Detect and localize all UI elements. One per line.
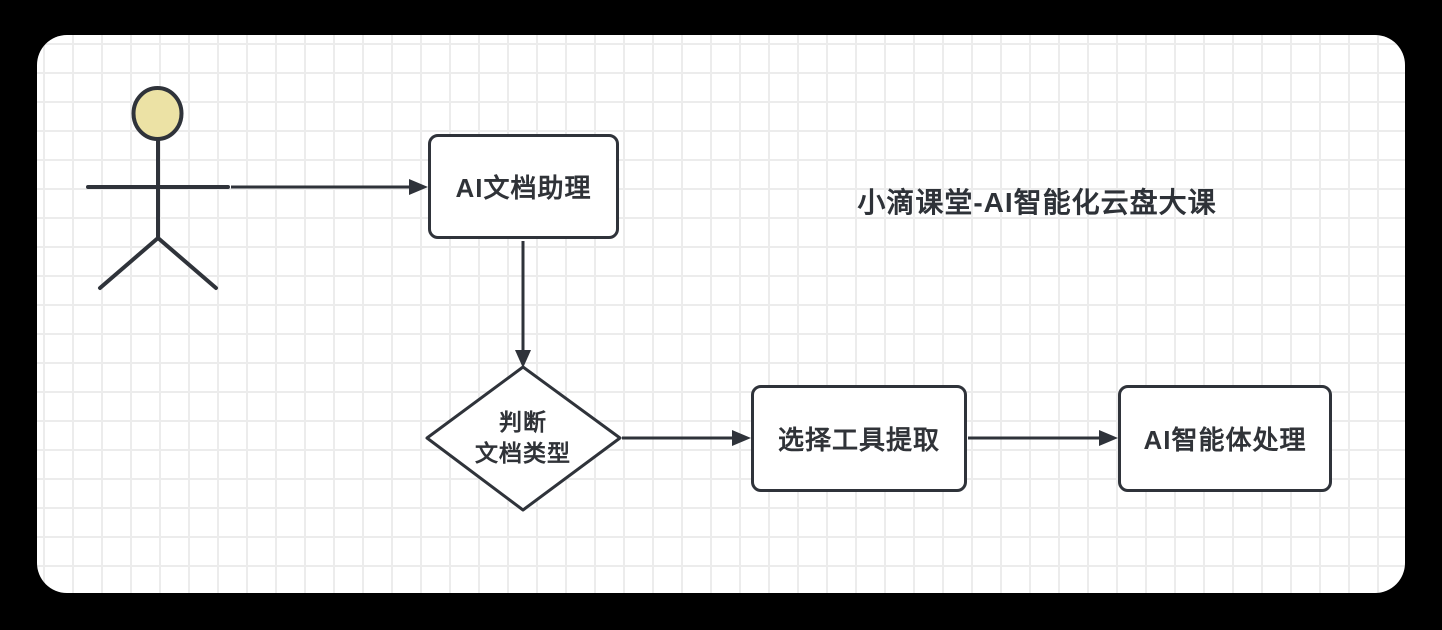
decision-label-line2: 文档类型 bbox=[475, 440, 571, 466]
actor-head bbox=[131, 86, 184, 141]
diagram-canvas: AI文档助理 选择工具提取 AI智能体处理 判断 文档类型 小滴课堂-AI智能化… bbox=[37, 35, 1405, 593]
decision-diamond bbox=[425, 365, 622, 512]
diagram-svg bbox=[86, 86, 1118, 512]
diagram-title: 小滴课堂-AI智能化云盘大课 bbox=[857, 187, 1217, 218]
arrow-assistant-to-decision bbox=[515, 241, 531, 368]
node-ai-doc-assistant: AI文档助理 bbox=[428, 134, 619, 239]
node-label: AI智能体处理 bbox=[1143, 425, 1307, 455]
node-decision-doc-type: 判断 文档类型 bbox=[433, 405, 613, 471]
arrowhead-icon bbox=[732, 430, 751, 446]
arrowhead-icon bbox=[1099, 430, 1118, 446]
node-ai-agent-process: AI智能体处理 bbox=[1118, 385, 1332, 492]
actor-legs bbox=[98, 235, 218, 290]
decision-label-line1: 判断 bbox=[499, 409, 547, 435]
node-select-tool-extract: 选择工具提取 bbox=[751, 385, 967, 492]
arrow-actor-to-assistant bbox=[231, 179, 428, 195]
node-label: AI文档助理 bbox=[455, 173, 592, 203]
arrowhead-icon bbox=[515, 350, 531, 368]
arrow-decision-to-extract bbox=[622, 430, 751, 446]
node-label: 选择工具提取 bbox=[777, 425, 940, 455]
arrow-extract-to-agent bbox=[968, 430, 1118, 446]
arrowhead-icon bbox=[409, 179, 428, 195]
actor-figure bbox=[86, 86, 230, 290]
